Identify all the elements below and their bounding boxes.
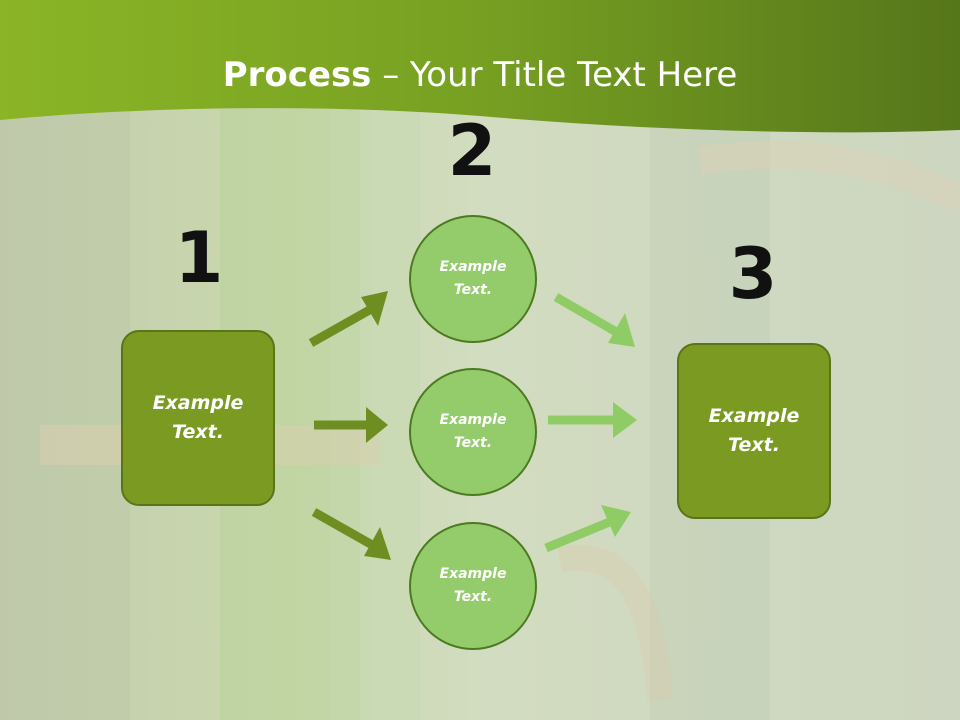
circle-1-text-line1: Example xyxy=(439,259,507,275)
step-3-box[interactable]: Example Text. xyxy=(677,343,831,519)
circle-2[interactable]: Example Text. xyxy=(409,368,537,496)
arrow-to-circle-1 xyxy=(308,291,388,347)
step-number-2: 2 xyxy=(447,110,497,192)
circle-3-text-line2: Text. xyxy=(453,589,493,605)
circle-1-text-line2: Text. xyxy=(453,282,493,298)
circle-3-text-line1: Example xyxy=(439,566,507,582)
step-3-text-line1: Example xyxy=(708,405,800,427)
arrow-from-circle-2 xyxy=(548,402,637,438)
step-1-text-line2: Text. xyxy=(172,421,224,443)
step-number-1: 1 xyxy=(174,217,224,299)
step-3-text-line2: Text. xyxy=(728,434,780,456)
title-rest: – Your Title Text Here xyxy=(371,55,738,95)
circle-2-text-line2: Text. xyxy=(453,435,493,451)
step-1-text-line1: Example xyxy=(152,392,244,414)
arrow-to-circle-2 xyxy=(314,407,388,443)
slide-title: Process – Your Title Text Here xyxy=(0,52,960,98)
title-bold: Process xyxy=(222,55,372,95)
step-1-box[interactable]: Example Text. xyxy=(121,330,275,506)
arrow-from-circle-1 xyxy=(553,293,635,347)
circle-1[interactable]: Example Text. xyxy=(409,215,537,343)
circle-2-text-line1: Example xyxy=(439,412,507,428)
circle-3[interactable]: Example Text. xyxy=(409,522,537,650)
arrow-to-circle-3 xyxy=(311,508,391,560)
arrow-from-circle-3 xyxy=(544,505,631,553)
step-number-3: 3 xyxy=(728,233,778,315)
